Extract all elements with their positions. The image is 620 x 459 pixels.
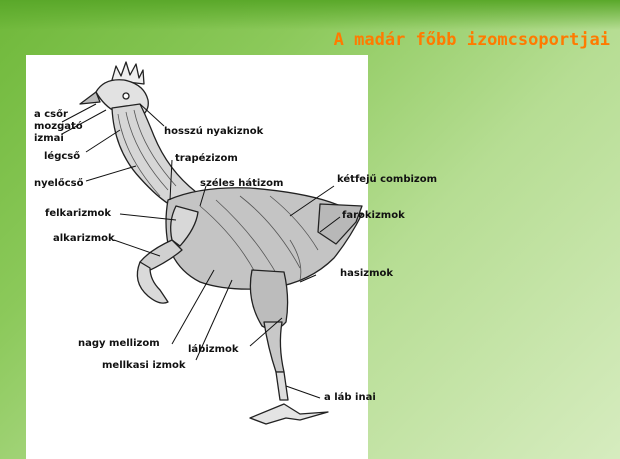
- shank: [264, 322, 284, 372]
- label-szeles-hatizom: széles hátizom: [200, 178, 283, 190]
- label-trapezizom: trapézizom: [175, 153, 238, 165]
- label-farokizmok: farokizmok: [342, 210, 405, 222]
- label-hasizmok: hasizmok: [340, 268, 393, 280]
- beak: [80, 92, 100, 104]
- label-lab-inai: a láb inai: [324, 392, 376, 404]
- label-csor-3: izmai: [34, 133, 64, 145]
- label-nagy-mellizom: nagy mellizom: [78, 338, 160, 350]
- label-csor-1: a csőr: [34, 109, 68, 121]
- label-nyelocso: nyelőcső: [34, 178, 83, 190]
- eye: [123, 93, 129, 99]
- label-labizmok: lábizmok: [188, 344, 239, 356]
- label-hosszu-nyakiznok: hosszú nyakiznok: [164, 126, 263, 138]
- label-mellkasi-izmok: mellkasi izmok: [102, 360, 186, 372]
- label-felkarizmok: felkarizmok: [45, 208, 111, 220]
- label-legcso: légcső: [44, 151, 80, 163]
- foot: [250, 404, 328, 424]
- label-alkarizmok: alkarizmok: [53, 233, 115, 245]
- thigh: [250, 270, 287, 329]
- label-csor-2: mozgató: [34, 121, 83, 133]
- label-ketfeju-combizom: kétfejű combizom: [337, 174, 437, 186]
